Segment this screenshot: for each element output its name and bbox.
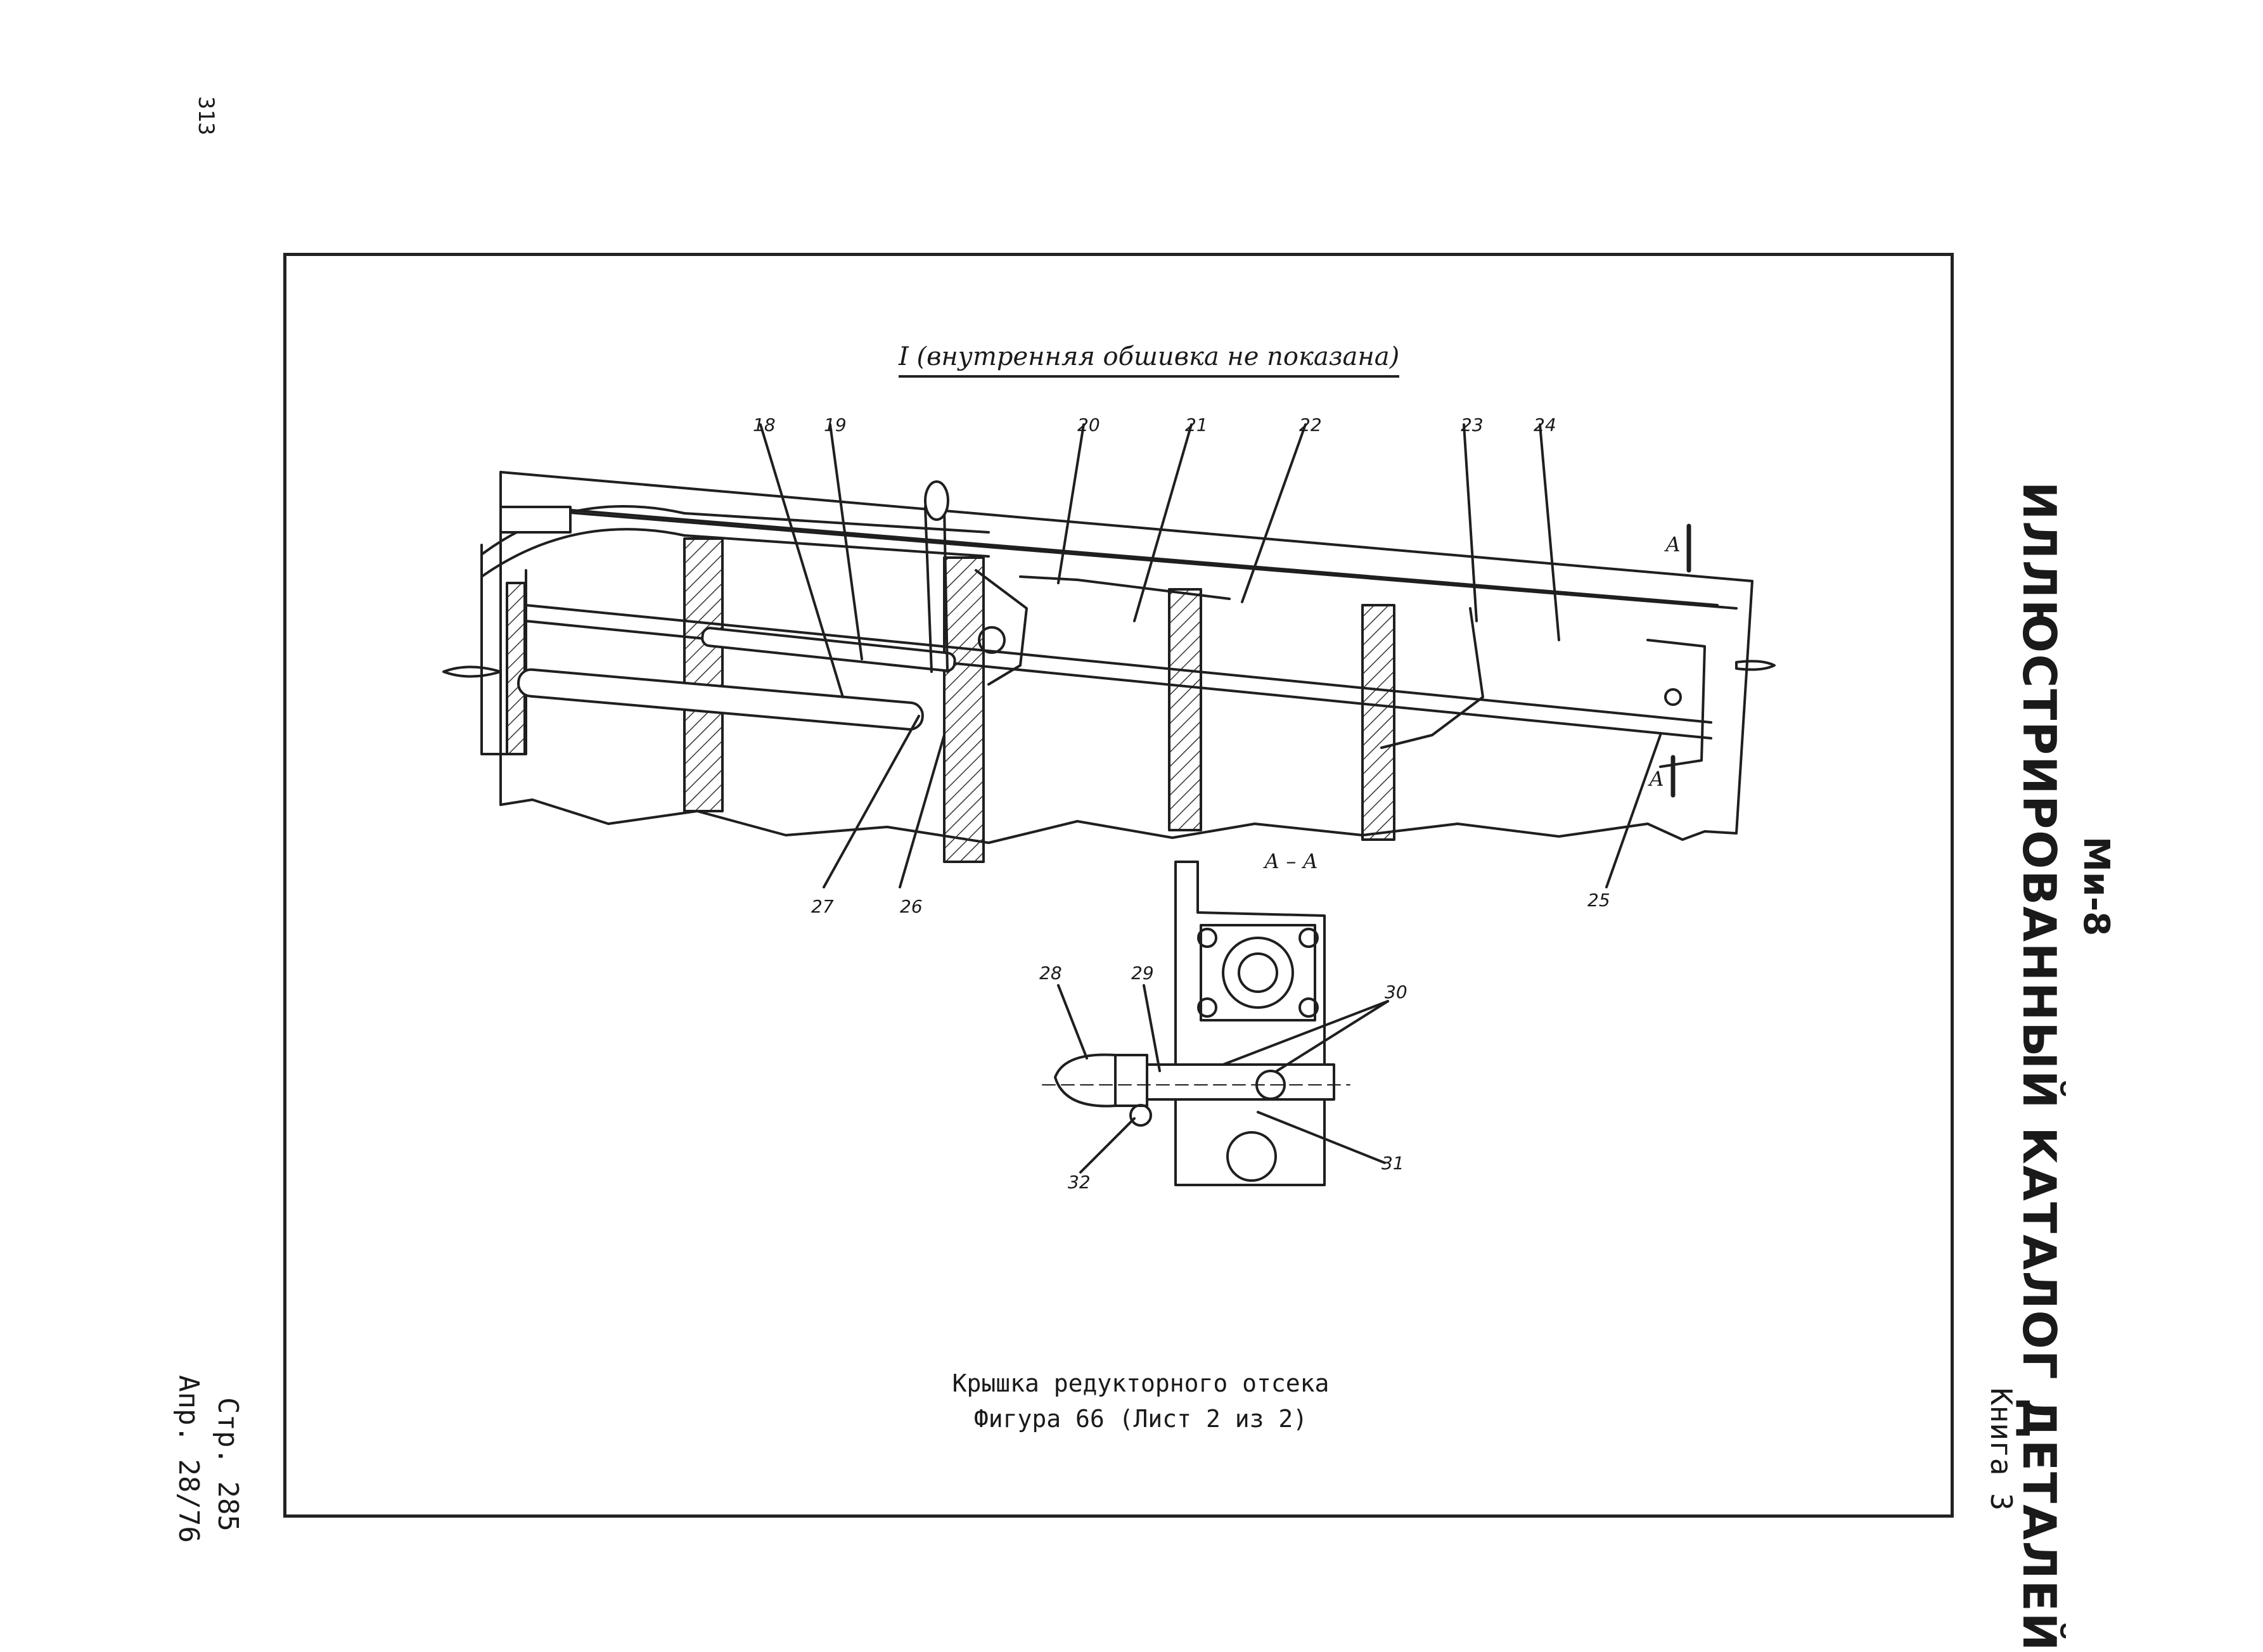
figure-caption: Крышка редукторного отсека Фигура 66 (Ли… (900, 1366, 1382, 1437)
callout-30: 30 (1385, 982, 1407, 1002)
caption-title: Крышка редукторного отсека (952, 1369, 1330, 1397)
callout-20: 20 (1077, 414, 1100, 435)
callout-21: 21 (1185, 414, 1208, 435)
section-title: А – А (1263, 849, 1318, 873)
caption-figure: Фигура 66 (Лист 2 из 2) (973, 1405, 1308, 1433)
callout-29: 29 (1131, 963, 1154, 983)
drawing-frame (283, 253, 1954, 1518)
view-title: I (внутренняя обшивка не показана) (899, 342, 1400, 378)
callout-24: 24 (1534, 414, 1556, 435)
callout-23: 23 (1461, 414, 1484, 435)
callout-19: 19 (824, 414, 847, 435)
callout-22: 22 (1299, 414, 1322, 435)
callout-27: 27 (811, 896, 834, 917)
section-marker-bottom: А (1648, 767, 1664, 791)
cover-panel (499, 471, 1753, 844)
section-marker-top: А (1664, 532, 1681, 556)
callout-32: 32 (1068, 1172, 1091, 1193)
callout-25: 25 (1587, 890, 1610, 911)
callout-28: 28 (1039, 963, 1062, 983)
callout-18: 18 (753, 414, 776, 435)
callout-31: 31 (1382, 1153, 1404, 1174)
callout-26: 26 (900, 896, 923, 917)
